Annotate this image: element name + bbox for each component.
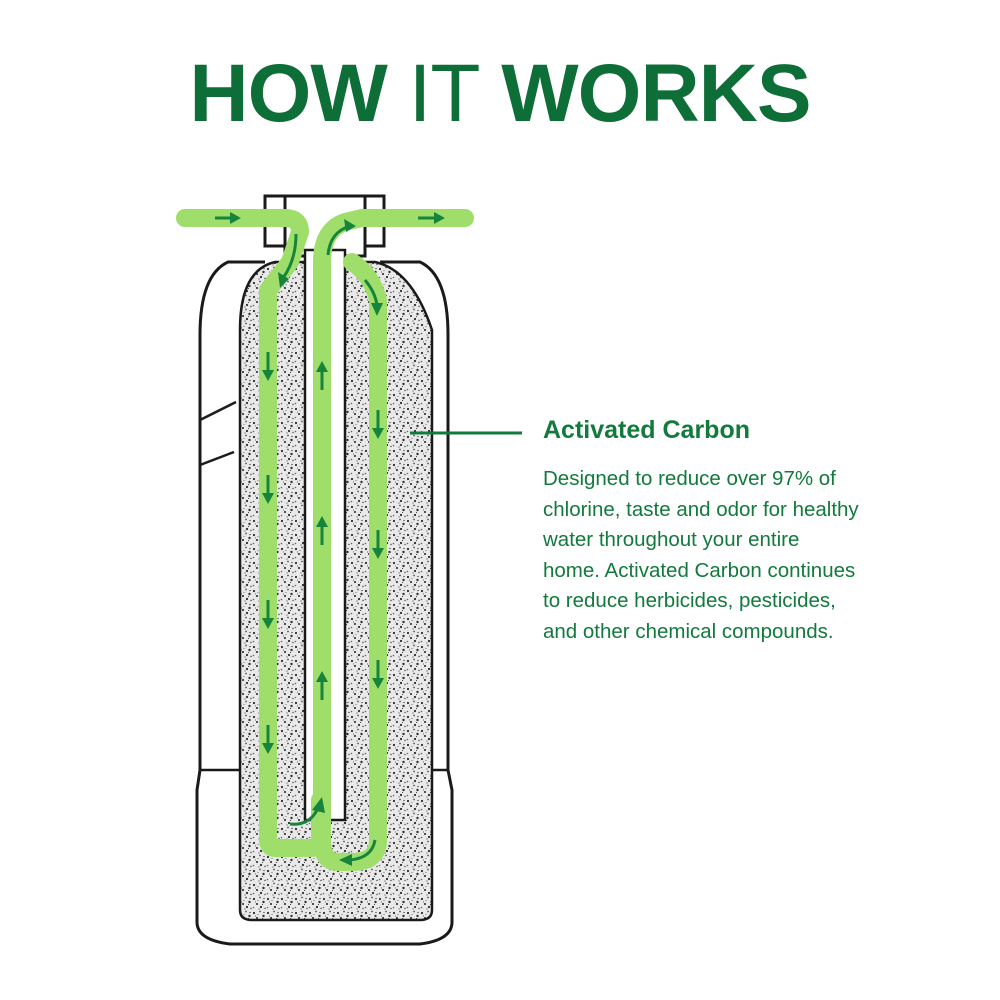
description-line: Designed to reduce over 97% of [543, 467, 836, 490]
description-line: chlorine, taste and odor for healthy [543, 497, 859, 521]
flow-arrows [215, 212, 445, 866]
riser-up-arrows [316, 361, 328, 700]
callout-description: Designed to reduce over 97% of chlorine,… [543, 464, 923, 647]
right-top-curve-arrow-icon [363, 279, 383, 316]
description-line: and other chemical compounds. [543, 619, 834, 643]
title-part-how: HOW [189, 48, 409, 139]
description-line: water throughout your entire [543, 528, 800, 551]
bottom-curve-arrows [289, 797, 377, 866]
right-down-arrows [372, 410, 384, 689]
title-part-works: WORKS [479, 48, 811, 139]
left-down-arrows [262, 352, 274, 754]
title-part-it: IT [408, 48, 481, 139]
callout-heading: Activated Carbon [543, 416, 750, 444]
description-line: home. Activated Carbon continues [543, 558, 856, 582]
inlet-arrow-icon [215, 212, 241, 224]
outlet-arrow-icon [418, 212, 445, 224]
page-title: HOW IT WORKS [0, 44, 1000, 144]
top-left-curve-arrow-icon [278, 233, 298, 288]
top-right-curve-arrow-icon [326, 219, 356, 256]
description-line: to reduce herbicides, pesticides, [543, 589, 836, 612]
